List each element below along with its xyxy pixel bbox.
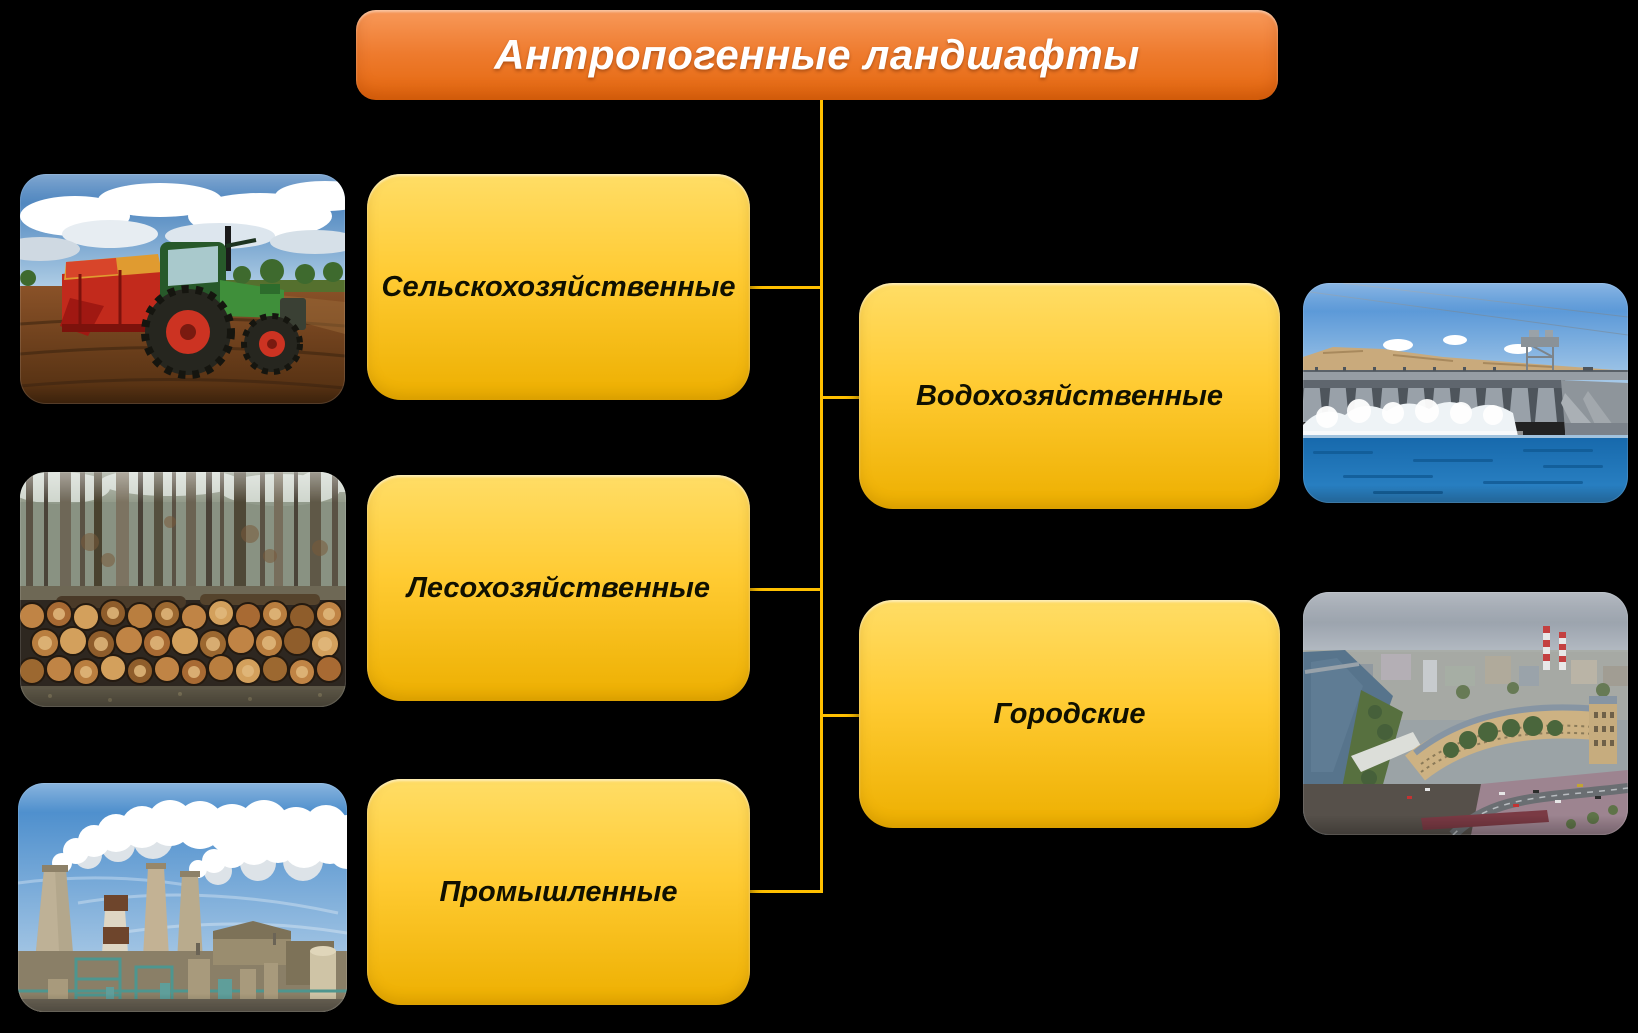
- node-agricultural: Сельскохозяйственные: [367, 174, 750, 400]
- factory-photo: [18, 783, 347, 1012]
- timber-logs-illustration: [20, 472, 346, 707]
- connector-agricultural: [750, 286, 820, 289]
- dam-photo: [1303, 283, 1628, 503]
- node-forestry: Лесохозяйственные: [367, 475, 750, 701]
- tractor-field-illustration: [20, 174, 345, 404]
- factory-illustration: [18, 783, 347, 1012]
- connector-water: [823, 396, 859, 399]
- connector-trunk: [820, 100, 823, 893]
- city-photo: [1303, 592, 1628, 835]
- dam-illustration: [1303, 283, 1628, 503]
- connector-industrial: [750, 890, 820, 893]
- timber-logs-photo: [20, 472, 346, 707]
- city-illustration: [1303, 592, 1628, 835]
- title-text: Антропогенные ландшафты: [494, 31, 1140, 78]
- title-box: Антропогенные ландшафты: [356, 10, 1278, 100]
- tractor-field-photo: [20, 174, 345, 404]
- node-forestry-label: Лесохозяйственные: [407, 571, 710, 604]
- node-agricultural-label: Сельскохозяйственные: [381, 270, 736, 303]
- connector-urban: [823, 714, 859, 717]
- node-water-label: Водохозяйственные: [915, 379, 1224, 412]
- node-urban: Городские: [859, 600, 1280, 828]
- node-water: Водохозяйственные: [859, 283, 1280, 509]
- connector-forestry: [750, 588, 820, 591]
- node-industrial-label: Промышленные: [439, 875, 678, 908]
- node-urban-label: Городские: [993, 697, 1146, 730]
- node-industrial: Промышленные: [367, 779, 750, 1005]
